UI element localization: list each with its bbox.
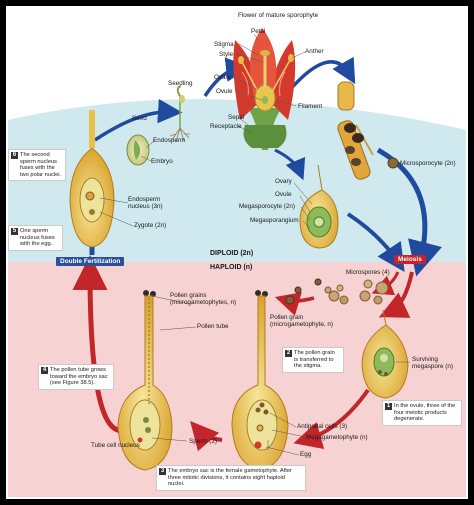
note-4: 4 The pollen tube grows toward the embry… — [38, 364, 114, 390]
label-tube-cell-nucleus: Tube cell nucleus — [91, 442, 140, 449]
label-surviving-megaspore: Surviving megaspore (n) — [412, 356, 453, 371]
note-5-text: One sperm nucleus fuses with the egg. — [20, 228, 55, 248]
label-sperm: Sperm (2) — [189, 438, 217, 445]
anther-illustration — [337, 81, 374, 180]
label-seed: Seed — [132, 115, 147, 122]
seed-illustration — [126, 134, 150, 166]
arrow-to-fertilization — [72, 255, 126, 433]
label-megasporocyte: Megasporocyte (2n) — [239, 203, 295, 210]
pollen-grains-on-stigma — [143, 290, 268, 297]
double-fertilization-tag: Double Fertilization — [56, 257, 125, 266]
label-pollen-tube: Pollen tube — [197, 323, 229, 330]
label-anther: Anther — [305, 48, 324, 55]
label-embryo: Embryo — [151, 158, 173, 165]
flower-illustration — [233, 28, 296, 150]
label-endosperm-nucleus: Endosperm nucleus (3n) — [128, 196, 163, 211]
leader-lines — [99, 33, 410, 456]
note-1-number: 1 — [385, 403, 392, 410]
note-1-text: In the ovule, three of the four meiotic … — [394, 403, 456, 423]
label-petal: Petal — [251, 28, 266, 35]
phase-diploid: DIPLOID (2n) — [210, 250, 254, 257]
label-flower-title: Flower of mature sporophyte — [238, 12, 319, 19]
note-2-number: 2 — [285, 350, 292, 357]
label-endosperm: Endosperm — [153, 137, 186, 144]
pollen-tube-ovule-left — [117, 295, 173, 471]
label-megagametophyte: Megagametophyte (n) — [306, 434, 368, 441]
note-5-number: 5 — [11, 228, 18, 235]
label-zygote: Zygote (2n) — [134, 222, 167, 229]
note-4-text: The pollen tube grows toward the embryo … — [50, 367, 108, 387]
pollen-tube-ovule-middle — [231, 295, 289, 471]
note-3: 3 The embryo sac is the female gametophy… — [156, 465, 306, 491]
note-2-text: The pollen grain is transferred to the s… — [294, 350, 335, 370]
arrow-sac-pollen-tube — [190, 420, 223, 452]
label-stigma: Stigma — [214, 41, 234, 48]
microspores-illustration — [285, 278, 389, 305]
label-ovule-2: Ovule — [275, 191, 292, 198]
label-antipodal-cells: Antipodal cells (3) — [297, 423, 348, 430]
seedling-illustration — [169, 85, 190, 143]
fertilized-ovule — [69, 110, 115, 248]
phase-haploid: HAPLOID (n) — [210, 264, 253, 271]
label-egg: Egg — [300, 451, 312, 458]
note-3-text: The embryo sac is the female gametophyte… — [168, 468, 292, 488]
note-3-number: 3 — [159, 468, 166, 475]
note-4-number: 4 — [41, 367, 48, 374]
label-filament: Filament — [298, 103, 323, 110]
label-ovule: Ovule — [216, 88, 233, 95]
label-microspores: Microspores (4) — [346, 269, 390, 276]
arrow-megaspore-sac — [293, 388, 370, 450]
label-seedling: Seedling — [168, 80, 193, 87]
note-2: 2 The pollen grain is transferred to the… — [282, 347, 344, 373]
note-6-number: 6 — [11, 152, 18, 159]
label-ovary: Ovary — [214, 74, 231, 81]
arrow-meiosis-megaspore — [379, 271, 414, 318]
note-6: 6 The second sperm nucleus fuses with th… — [8, 149, 66, 182]
label-megasporangium: Megasporangium — [250, 217, 299, 224]
arrow-flower-ovule — [274, 148, 306, 181]
note-1: 1 In the ovule, three of the four meioti… — [382, 400, 462, 426]
label-sepal: Sepal — [228, 114, 245, 121]
label-pollen-grains: Pollen grains (microgametophytes, n) — [170, 292, 237, 307]
arrow-seed-seedling — [94, 98, 183, 142]
surviving-megaspore-ovule — [361, 309, 409, 399]
label-ovary-2: Ovary — [275, 178, 292, 185]
label-style: Style — [219, 51, 233, 58]
label-pollen-grain: Pollen grain (microgametophyte, n) — [270, 314, 333, 329]
label-receptacle: Receptacle — [210, 123, 242, 130]
meiosis-tag: Meiosis — [394, 255, 426, 264]
microsporocyte-cell — [387, 157, 399, 169]
note-6-text: The second sperm nucleus fuses with the … — [20, 152, 62, 178]
note-5: 5 One sperm nucleus fuses with the egg. — [8, 225, 63, 251]
label-microsporocyte: Microsporocyte (2n) — [400, 160, 456, 167]
